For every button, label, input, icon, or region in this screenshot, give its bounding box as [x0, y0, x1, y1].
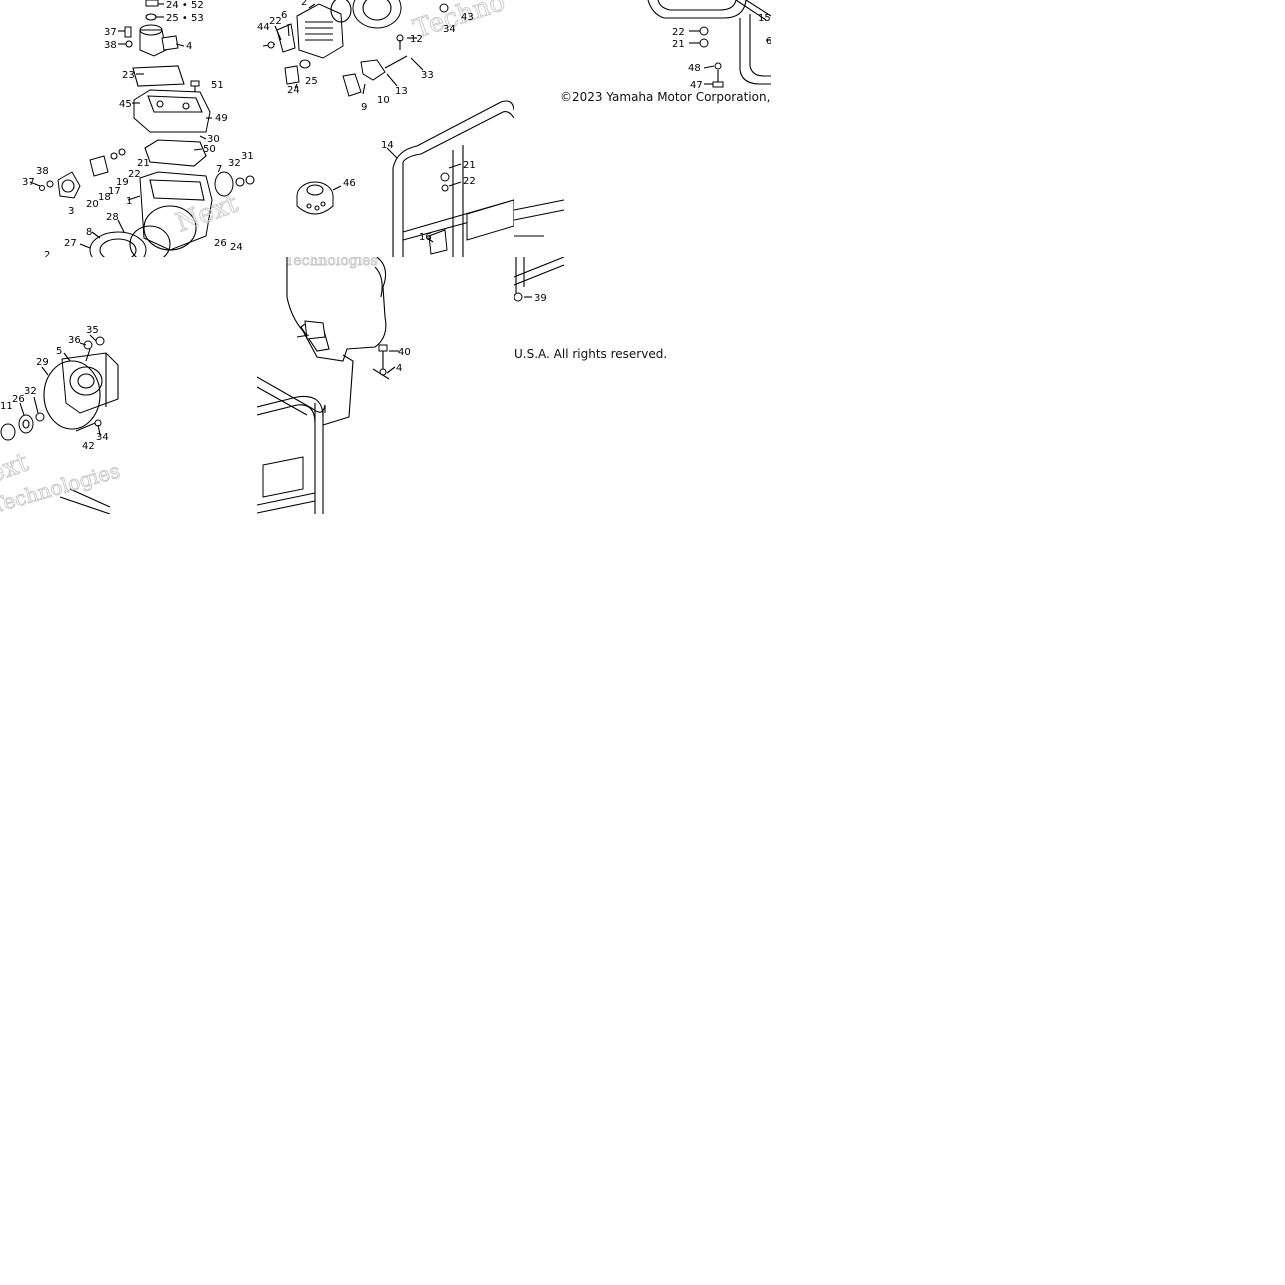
part-callout-label: 44	[257, 22, 270, 33]
part-callout-label: 24 • 52	[166, 0, 204, 11]
part-callout-label: 45	[119, 99, 132, 110]
part-callout-label: 5	[56, 346, 62, 357]
part-callout-label: 38	[36, 166, 49, 177]
part-callout-label: 7	[216, 164, 222, 175]
part-callout-label: 24	[230, 242, 243, 253]
diagram-tile-pump-head: Next 24 • 52 25 • 53 37 38 4 23 51 45 49…	[0, 0, 257, 257]
part-callout-label: 21	[137, 158, 150, 169]
part-callout-label: 32	[24, 386, 37, 397]
part-callout-label: 25 • 53	[166, 13, 204, 24]
part-callout-label: 38	[104, 40, 117, 51]
part-callout-label: 24	[287, 85, 300, 96]
part-callout-label: 40	[398, 347, 411, 358]
part-callout-label: 6	[766, 36, 771, 47]
part-callout-label: 11	[0, 401, 13, 412]
part-callout-label: 10	[377, 95, 390, 106]
part-callout-label: 34	[443, 24, 456, 35]
impeller-frame-drawing: Techno	[257, 0, 514, 257]
part-callout-label: 37	[22, 177, 35, 188]
part-callout-label: 6	[281, 10, 287, 21]
copyright-line: ©2023 Yamaha Motor Corporation, U	[560, 90, 771, 104]
part-callout-label: 51	[211, 80, 224, 91]
watermark-text: Technologies	[285, 257, 378, 269]
frame-corner-drawing: 22 21 48 47 15 6	[514, 0, 771, 237]
part-callout-label: 29	[36, 357, 49, 368]
part-callout-label: 25	[305, 76, 318, 87]
part-callout-label: 46	[343, 178, 356, 189]
part-callout-label: 23	[122, 70, 135, 81]
part-callout-label: 27	[64, 238, 77, 249]
part-callout-label: 39	[534, 293, 547, 304]
part-callout-label: 36	[68, 335, 81, 346]
copyright-line: U.S.A. All rights reserved.	[514, 347, 668, 361]
part-callout-label: 48	[688, 63, 701, 74]
part-callout-label: 30	[207, 134, 220, 145]
part-callout-label: 50	[203, 144, 216, 155]
part-callout-label: 22	[128, 169, 141, 180]
diagram-tile-frame-edge: 39 U.S.A. All rights reserved.	[514, 257, 771, 514]
part-callout-label: 26	[12, 394, 25, 405]
part-callout-label: 2	[44, 250, 50, 257]
part-callout-label: 16	[419, 232, 432, 243]
part-callout-label: 32	[228, 158, 241, 169]
part-callout-label: 3	[68, 206, 74, 217]
part-callout-label: 42	[82, 441, 95, 452]
part-callout-label: 12	[410, 34, 423, 45]
part-callout-label: 9	[361, 102, 367, 113]
part-callout-label: 18	[98, 192, 111, 203]
part-callout-label: 28	[106, 212, 119, 223]
part-callout-label: 22	[269, 16, 282, 27]
part-callout-label: 33	[421, 70, 434, 81]
part-callout-label: 35	[86, 325, 99, 336]
part-callout-label: 2	[301, 0, 307, 8]
part-callout-label: 4	[186, 41, 192, 52]
part-callout-label: 4	[396, 363, 402, 374]
part-callout-label: 34	[96, 432, 109, 443]
part-callout-label: 20	[86, 199, 99, 210]
part-callout-label: 17	[108, 186, 121, 197]
part-callout-label: 8	[86, 227, 92, 238]
part-callout-label: 31	[241, 151, 254, 162]
part-callout-label: 15	[758, 13, 771, 24]
part-callout-label: 14	[381, 140, 394, 151]
part-callout-label: 22	[463, 176, 476, 187]
flange-drawing: ext Technologies 35 36 5 29 32 26 11 34 …	[0, 325, 123, 514]
part-callout-label: 13	[395, 86, 408, 97]
part-callout-label: 19	[116, 177, 129, 188]
diagram-tile-impeller-frame: Techno	[257, 0, 514, 257]
part-callout-label: 43	[461, 12, 474, 23]
part-callout-label: 49	[215, 113, 228, 124]
diagram-tile-frame-corner: 22 21 48 47 15 6 ©2023 Yamaha Motor Corp…	[514, 0, 771, 257]
watermark-text: Techno	[410, 0, 509, 45]
engine-mount-drawing: Technologies 40 4	[257, 257, 411, 514]
part-callout-label: 47	[690, 80, 703, 91]
diagram-tile-engine-mount: Technologies 40 4	[257, 257, 514, 514]
part-callout-label: 21	[463, 160, 476, 171]
part-callout-label: 37	[104, 27, 117, 38]
part-callout-label: 1	[126, 196, 132, 207]
frame-edge-drawing: 39	[514, 257, 565, 304]
part-callout-label: 21	[672, 39, 685, 50]
cap-shape	[145, 0, 159, 7]
pump-head-drawing: Next 24 • 52 25 • 53 37 38 4 23 51 45 49…	[22, 0, 255, 257]
diagram-tile-flange: ext Technologies 35 36 5 29 32 26 11 34 …	[0, 257, 257, 514]
part-callout-label: 22	[672, 27, 685, 38]
part-callout-label: 26	[214, 238, 227, 249]
